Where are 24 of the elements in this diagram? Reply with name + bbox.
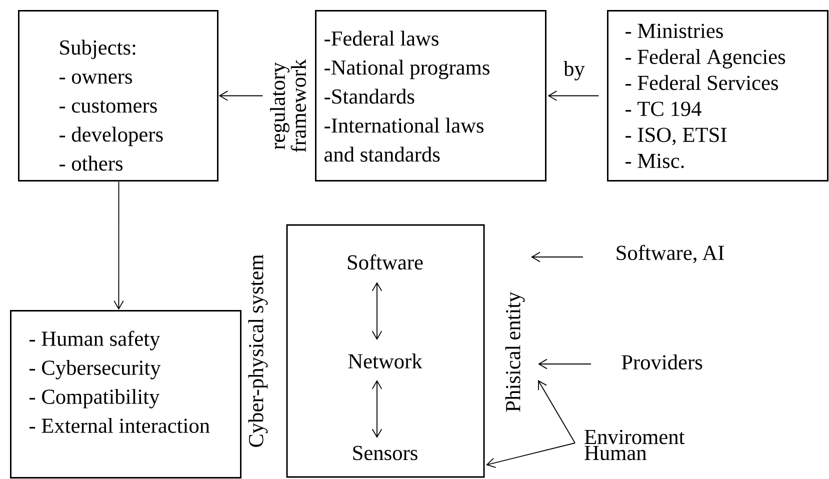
arrow <box>218 90 264 101</box>
list-box: - Ministries - Federal Agencies - Federal Services - TC 194 - ISO, ETSI - Misc. <box>607 10 828 182</box>
arrow <box>486 442 576 468</box>
arrow <box>114 181 124 310</box>
arrow <box>538 358 592 370</box>
rotated-label: Phisical entity <box>505 292 525 412</box>
text-label: Providers <box>622 354 702 370</box>
arrow <box>538 380 576 444</box>
text-label: Software <box>348 254 423 270</box>
arrow <box>548 90 600 101</box>
text-label: Sensors <box>353 446 418 460</box>
side-label: regulatory framework <box>270 59 306 152</box>
list-box: - Human safety - Cybersecurity - Compatibility - External interaction <box>10 310 242 478</box>
text-label: Network <box>348 354 422 368</box>
side-label: Cyber-physical system <box>248 254 268 447</box>
arrow <box>372 380 382 438</box>
text-label: Software, AI <box>616 244 724 264</box>
list-box: Subjects: - owners - customers - developers - others <box>18 10 218 182</box>
edge-label: by <box>562 60 586 82</box>
arrow <box>372 282 382 340</box>
text-label: Enviroment Human <box>584 430 685 460</box>
system-box <box>286 224 485 478</box>
arrow <box>531 252 584 262</box>
list-box: -Federal laws -National programs -Standards -International laws and standards <box>315 10 546 182</box>
